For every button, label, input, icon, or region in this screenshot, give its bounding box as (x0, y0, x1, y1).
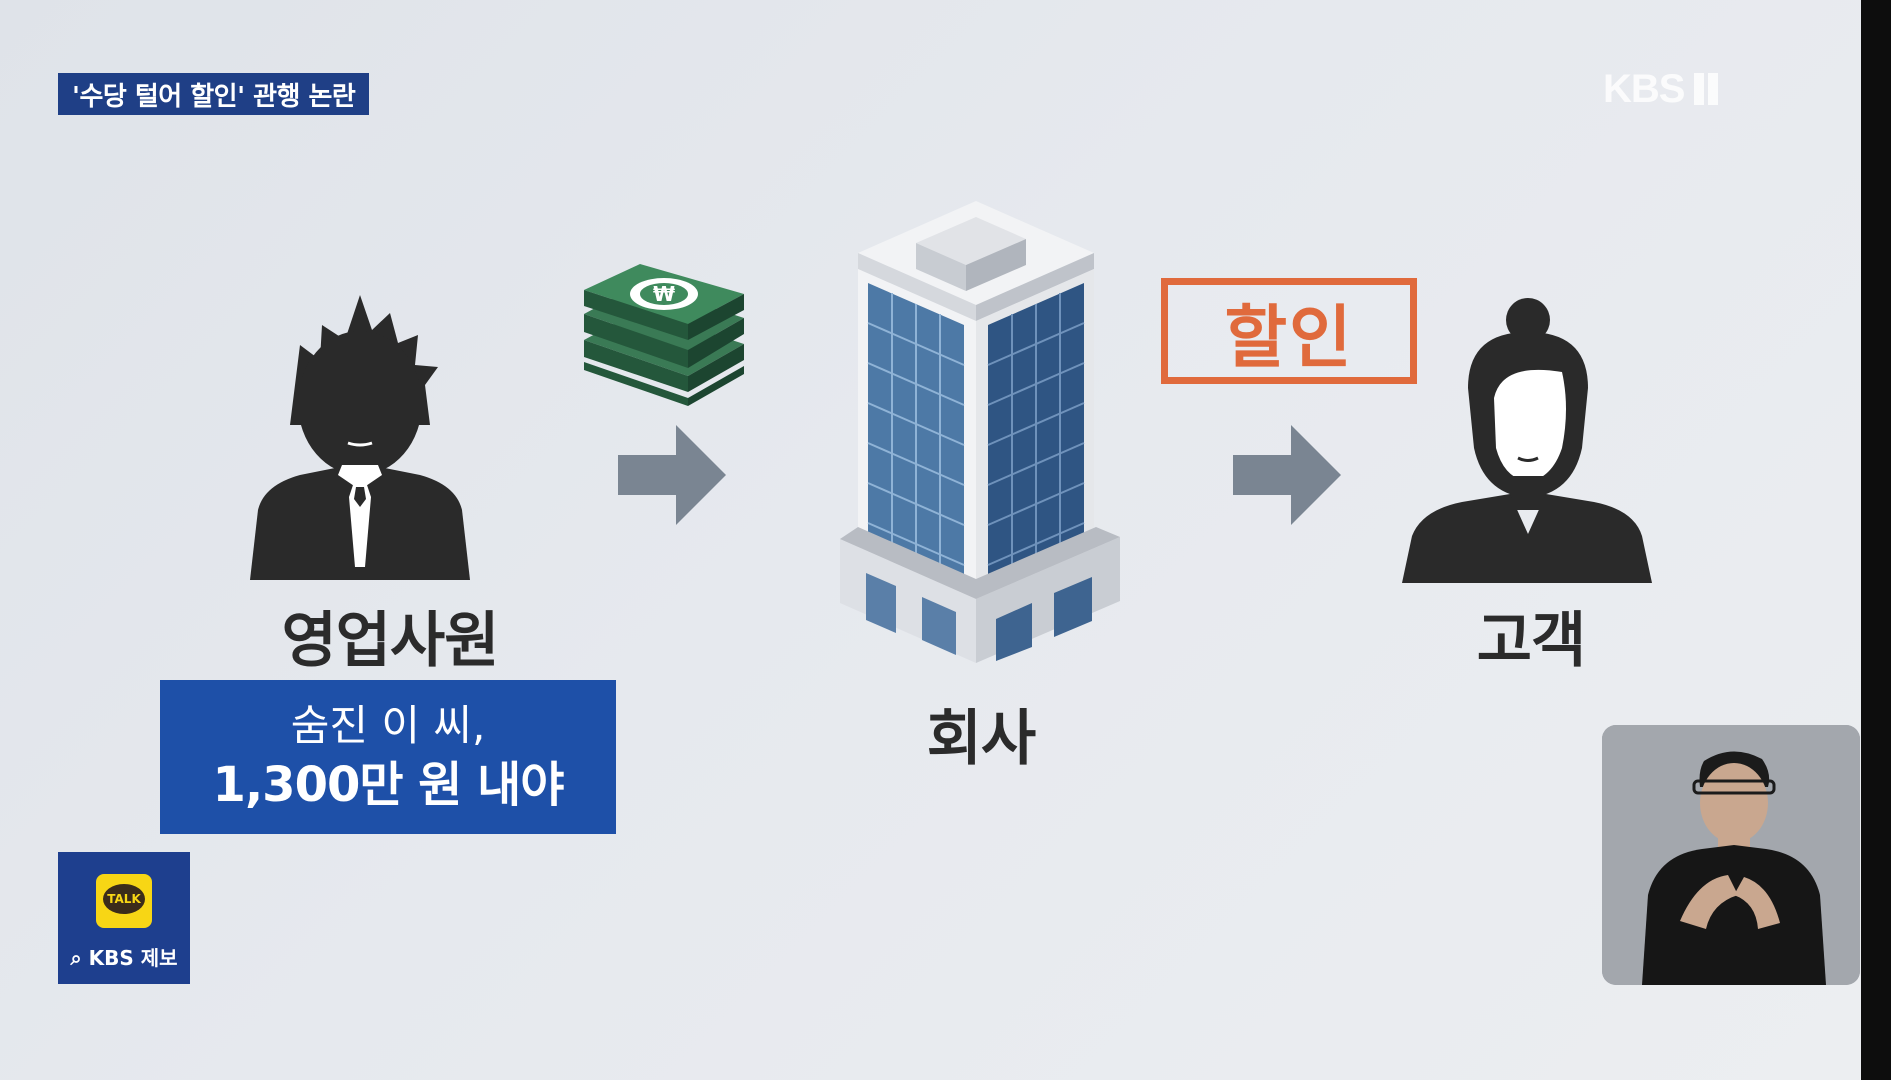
news-headline: '수당 털어 할인' 관행 논란 (58, 73, 370, 115)
broadcaster-logo: KBS (1603, 64, 1722, 114)
arrow-right-icon (618, 425, 726, 525)
caption-line-2: 1,300만 원 내야 (212, 757, 565, 813)
kakaotalk-tip-box[interactable]: TALK ⌕ KBS 제보 (58, 852, 190, 984)
discount-stamp: 할인 (1161, 278, 1417, 384)
channel-one-icon (1694, 73, 1719, 105)
caption-line-1: 숨진 이 씨, (290, 701, 486, 750)
office-building-icon (840, 201, 1120, 663)
logo-text: KBS (1603, 66, 1685, 111)
won-symbol: ₩ (653, 282, 675, 306)
tip-label-text: KBS 제보 (88, 946, 178, 970)
woman-icon (1402, 298, 1652, 583)
tip-label: ⌕ KBS 제보 (58, 942, 190, 971)
employee-label: 영업사원 (281, 606, 500, 676)
frame-edge (1861, 0, 1891, 1080)
customer-label: 고객 (1476, 606, 1586, 676)
sign-language-interpreter (1602, 725, 1860, 985)
interpreter-figure (1602, 725, 1860, 985)
company-label: 회사 (926, 704, 1036, 774)
businessman-icon (250, 295, 470, 580)
search-icon: ⌕ (70, 946, 82, 970)
money-stack-icon: ₩ (584, 264, 744, 406)
caption-box: 숨진 이 씨, 1,300만 원 내야 (160, 680, 616, 834)
arrow-right-icon (1233, 425, 1341, 525)
talk-bubble-text: TALK (103, 884, 145, 914)
talk-bubble-icon: TALK (96, 874, 152, 928)
